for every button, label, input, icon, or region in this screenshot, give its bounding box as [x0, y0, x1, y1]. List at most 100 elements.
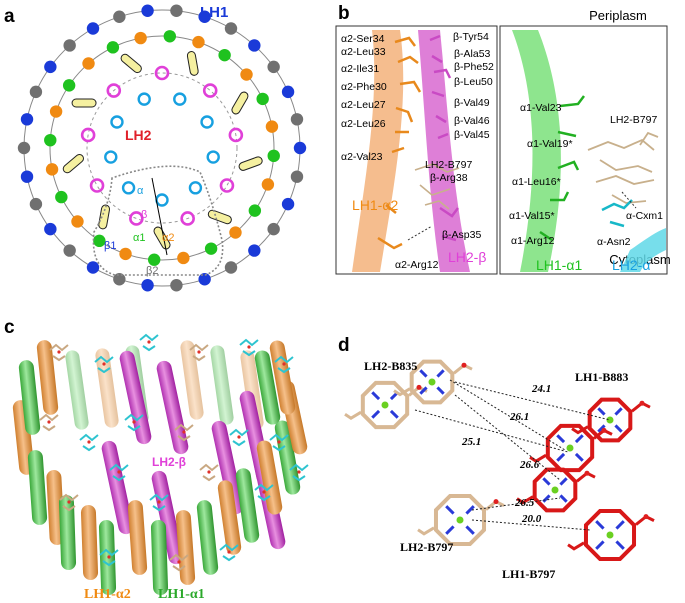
lh1-inner-dot	[119, 247, 132, 261]
lh1-inner-dot	[45, 163, 59, 176]
lh1-helix-cylinder	[80, 505, 99, 580]
lh1-outer-dot	[29, 85, 43, 99]
pigment-oxygen	[197, 350, 201, 354]
lh1-helix-cylinder	[256, 440, 283, 515]
lh2-alpha-label: LH2-α	[612, 257, 650, 273]
lh1-inner-dot	[261, 178, 275, 191]
pigment-stick	[169, 553, 189, 572]
lh1-b883-c	[516, 467, 596, 513]
lh1-inner-dot	[106, 41, 120, 54]
alpha2-label: α2	[162, 232, 174, 244]
lh1-helix-cylinder	[196, 500, 219, 575]
lh1-outer-dot	[63, 244, 76, 257]
interface-outline	[92, 165, 224, 276]
pigment-stick	[199, 463, 219, 482]
beta-sidechains	[429, 34, 459, 242]
pigment-sticks	[39, 333, 309, 572]
lh1-inner-dots	[44, 30, 280, 266]
lh1-outer-dot	[20, 170, 34, 183]
lh2-carotenoid	[62, 153, 84, 174]
right-residue-label: β-Phe52	[454, 61, 494, 73]
alpha1-leu16-label: α1-Leu16*	[512, 176, 561, 188]
alpha-asn2-label: α-Asn2	[597, 236, 631, 248]
lh2-carotenoid	[238, 156, 263, 171]
lh1-outer-dot	[281, 197, 295, 211]
interface-axis	[151, 177, 168, 256]
distance-label: 26.5	[514, 497, 535, 509]
panel-c-letter: c	[4, 317, 15, 338]
lh2-alpha-ring	[104, 150, 118, 164]
pigment-oxygen	[117, 470, 121, 474]
lh1-helix-cylinder	[58, 495, 77, 570]
right-residue-label: β-Val46	[454, 115, 490, 127]
lh1-outer-dot	[170, 279, 183, 292]
lh2-beta-rings	[80, 65, 244, 226]
lh1-inner-dot	[177, 251, 190, 265]
left-residue-label: α2-Ile31	[341, 63, 379, 75]
pigment-stick	[289, 463, 309, 482]
lh1-outer-dot	[17, 141, 31, 155]
lh1-helix-cylinder	[235, 468, 260, 543]
left-residue-label: α2-Leu33	[341, 46, 386, 58]
lh1-outer-dot	[267, 60, 280, 74]
lh1-helix-cylinder	[27, 450, 48, 525]
lh1-outer-dot	[44, 222, 57, 236]
lh2-label: LH2	[125, 127, 152, 143]
panel-b-letter: b	[338, 3, 350, 24]
lh1-inner-dot	[229, 226, 242, 239]
lh1-alpha1-label: LH1-α1	[536, 257, 582, 273]
lh1-outer-dots	[17, 4, 307, 292]
alpha1-label: α1	[133, 232, 145, 244]
hbond-right	[621, 191, 637, 209]
lh1-b883-b	[529, 423, 613, 473]
lh2-b835-b	[393, 359, 473, 405]
right-residue-label: β-Tyr54	[453, 31, 489, 43]
lh1-inner-dot	[71, 215, 84, 228]
panel-c: c LH2-β LH1-α2 LH1-α1	[4, 317, 309, 602]
distance-label: 26.6	[519, 459, 540, 471]
lh1-outer-dot	[281, 85, 295, 99]
lh1-outer-dot	[113, 273, 126, 286]
lh1-inner-dot	[82, 57, 95, 70]
alpha-cxm1-label: α-Cxm1	[626, 210, 663, 222]
left-residue-labels: α2-Ser34α2-Leu33α2-Ile31α2-Phe30α2-Leu27…	[341, 33, 387, 163]
lh1-outer-dot	[224, 261, 238, 274]
pigment-stick	[269, 433, 289, 452]
pigment-stick	[174, 423, 194, 442]
lh2-beta-helix-cylinder	[101, 440, 134, 535]
lh2-beta-label: LH2-β	[448, 249, 486, 265]
lh1-outer-dot	[248, 39, 261, 52]
pigment-oxygen	[277, 440, 281, 444]
left-residue-label: α2-Leu26	[341, 118, 386, 130]
pigment-oxygen	[57, 350, 61, 354]
lh2-b797-molecule	[417, 493, 505, 547]
lh1-alpha1-helix	[512, 30, 561, 272]
alpha1-arg12-label: α1-Arg12	[511, 235, 555, 247]
lh1-inner-dot	[218, 48, 231, 62]
pigment-oxygen	[107, 555, 111, 559]
right-residue-label: β-Val45	[454, 129, 490, 141]
lh1-inner-dot	[265, 120, 279, 133]
lh2-alpha-ring	[173, 92, 187, 106]
lh1-inner-dot	[147, 253, 161, 266]
lh2-carotenoid	[153, 226, 171, 250]
lh2-carotenoid	[186, 51, 199, 76]
lh2-alpha-ring	[188, 181, 203, 195]
lh2-b797-pigment-left	[414, 163, 460, 210]
lh1-outer-dot	[248, 244, 261, 257]
distance-labels: 24.126.125.126.626.520.0	[461, 383, 551, 525]
lh1-outer-dot	[198, 10, 211, 23]
beta-arg38-label: β-Arg38	[430, 172, 468, 184]
alpha2-sidechains	[377, 36, 422, 250]
lh1-inner-dot	[49, 105, 63, 118]
pigment-oxygen	[247, 345, 251, 349]
pigment-stick	[239, 338, 259, 357]
lh2-alpha-ring	[155, 193, 169, 207]
pigment-stick	[254, 483, 274, 502]
alpha1-val15-label: α1-Val15*	[509, 210, 555, 222]
left-residue-label: α2-Val23	[341, 151, 383, 163]
lh1-label: LH1	[200, 4, 228, 21]
alpha1-val19-label: α1-Val19*	[527, 138, 573, 150]
lh1-helix-cylinder	[269, 340, 296, 415]
